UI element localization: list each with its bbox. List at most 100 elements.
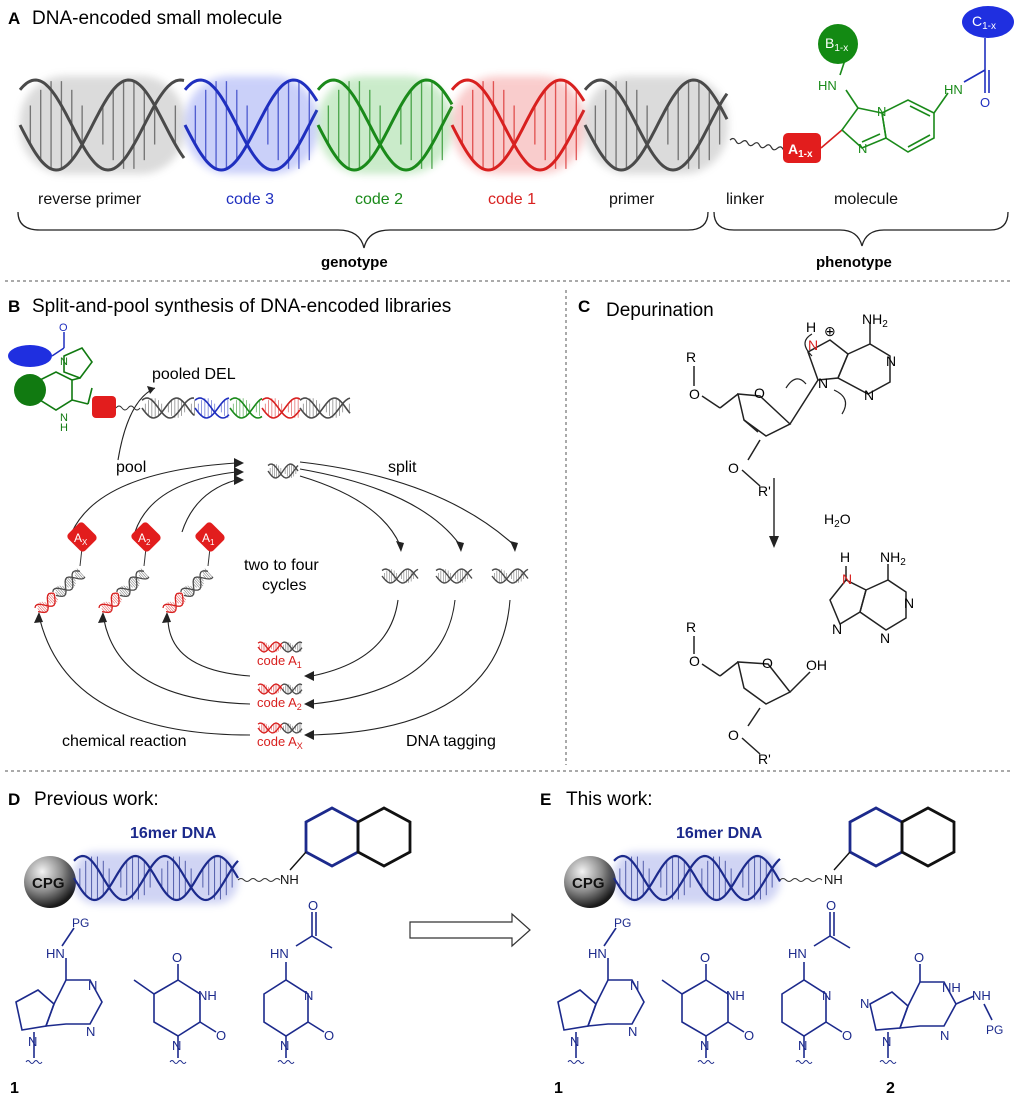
atom-o-a: O <box>980 95 990 110</box>
dna-segment-reverse-primer <box>18 76 186 174</box>
tag-label-1: A2 <box>138 531 151 547</box>
atom-nh: NH <box>198 988 217 1003</box>
panel-d-spiro <box>289 806 412 871</box>
atom-o: O <box>172 950 182 965</box>
pooled-seg-grey2 <box>299 397 351 419</box>
curved-arrow-3 <box>833 389 847 415</box>
panel-d-title: Previous work: <box>34 789 159 810</box>
phenotype-brace <box>713 211 1009 247</box>
tag-dna-grey-2 <box>180 568 214 598</box>
atom-n1: N <box>700 1038 709 1053</box>
atom-n1: N <box>172 1038 181 1053</box>
atom-pg: PG <box>986 1023 1003 1037</box>
sugar-o3: O <box>728 727 739 743</box>
base-pyrazolo-guanine <box>869 964 993 1058</box>
sugar-oh: OH <box>806 657 827 673</box>
base-acetyl-cytosine <box>781 912 851 1058</box>
building-block-c-label: C1-x <box>972 13 996 32</box>
atom-n3: N <box>822 988 831 1003</box>
panel-e-cpg-bead <box>564 856 616 908</box>
building-block-a-label: A1-x <box>788 141 813 160</box>
code-label-2: code AX <box>257 734 303 751</box>
panel-a-title: DNA-encoded small molecule <box>32 8 282 29</box>
atom-r-prime: R' <box>758 483 771 499</box>
atom-hn: HN <box>588 946 607 961</box>
atom-n-ring2: N <box>86 1024 95 1039</box>
atom-o3: O <box>728 460 739 476</box>
label-code-2: code 2 <box>355 191 403 208</box>
panel-a-letter: A <box>8 9 20 28</box>
tag-2: A1 <box>162 522 225 614</box>
panel-d-letter: D <box>8 790 20 809</box>
tag-label-0: AX <box>74 531 88 547</box>
pooled-seg-grey1 <box>141 397 195 419</box>
atom-n1: N <box>798 1038 807 1053</box>
panel-d-compound-number: 1 <box>10 1080 19 1097</box>
panel-d-dna-label: 16mer DNA <box>130 825 217 842</box>
dna-tagging-label: DNA tagging <box>406 733 496 750</box>
genotype-label: genotype <box>321 254 388 271</box>
tag-1: A2 <box>98 522 161 614</box>
sugar-o-ring: O <box>762 655 773 671</box>
panel-e-letter: E <box>540 790 551 809</box>
atom-n-pyrazole: N <box>860 996 869 1011</box>
atom-n-plus: N <box>808 337 818 353</box>
atom-n-a: N <box>818 375 828 391</box>
tag-dna-grey-0 <box>52 568 86 598</box>
cycles-label-line2: cycles <box>262 577 306 594</box>
atom-o-acetyl: O <box>308 898 318 913</box>
sugar-o1: O <box>689 653 700 669</box>
tag-0: AX <box>34 522 97 614</box>
dna-helix-a <box>18 76 729 174</box>
panel-c: C Depurination R O O O R' N H ⊕ NH2 N N <box>578 297 914 767</box>
atom-n9: N <box>570 1034 579 1049</box>
atom-n9: N <box>882 1034 891 1049</box>
base-7-deazaadenine <box>15 927 103 1058</box>
arrow-heads <box>34 386 518 740</box>
atom-n-b: N <box>60 356 68 368</box>
adenine-n4: N <box>904 595 914 611</box>
pool-label: pool <box>116 459 146 476</box>
tag-label-2: A1 <box>202 531 215 547</box>
code-dna-grey-0 <box>281 641 303 653</box>
split-dna-2 <box>435 568 473 584</box>
atom-pg: PG <box>614 916 631 930</box>
code-label-1: code A2 <box>257 695 302 712</box>
bb-c-ellipse <box>8 345 52 367</box>
pooled-seg-green <box>229 397 263 419</box>
tag-dna-red-0 <box>34 592 58 614</box>
atom-o2: O <box>744 1028 754 1043</box>
atom-o: O <box>700 950 710 965</box>
panel-c-letter: C <box>578 297 590 316</box>
label-reverse-primer: reverse primer <box>38 191 142 208</box>
label-primer: primer <box>609 191 655 208</box>
panel-a: A DNA-encoded small molecule A1-x <box>8 6 1014 271</box>
atom-n-a1: N <box>877 104 886 119</box>
dna-segment-code-3 <box>183 76 319 174</box>
atom-r: R <box>686 349 696 365</box>
curved-arrow-1 <box>785 378 807 389</box>
chemical-reaction-label: chemical reaction <box>62 733 187 750</box>
atom-nh-ring: NH <box>942 980 961 995</box>
panel-d-linker <box>237 878 281 882</box>
bb-b-circle <box>14 374 46 406</box>
panel-e-title: This work: <box>566 789 653 810</box>
adenine-bonds <box>829 564 907 631</box>
base-thymine <box>133 964 217 1058</box>
tag-dna-grey-1 <box>116 568 150 598</box>
code-dna-grey-2 <box>281 722 303 734</box>
base-7-deazaadenine <box>557 927 645 1058</box>
atom-hn: HN <box>788 946 807 961</box>
atom-o2: O <box>842 1028 852 1043</box>
atom-n3: N <box>940 1028 949 1043</box>
atom-o-ring: O <box>754 385 765 401</box>
nucleoside-bonds <box>693 324 891 487</box>
panel-e-nh: NH <box>824 872 843 887</box>
transition-arrow <box>409 912 531 948</box>
atom-pg: PG <box>72 916 89 930</box>
label-code-3: code 3 <box>226 191 274 208</box>
panel-b-title: Split-and-pool synthesis of DNA-encoded … <box>32 296 451 317</box>
atom-n-c: N <box>886 353 896 369</box>
